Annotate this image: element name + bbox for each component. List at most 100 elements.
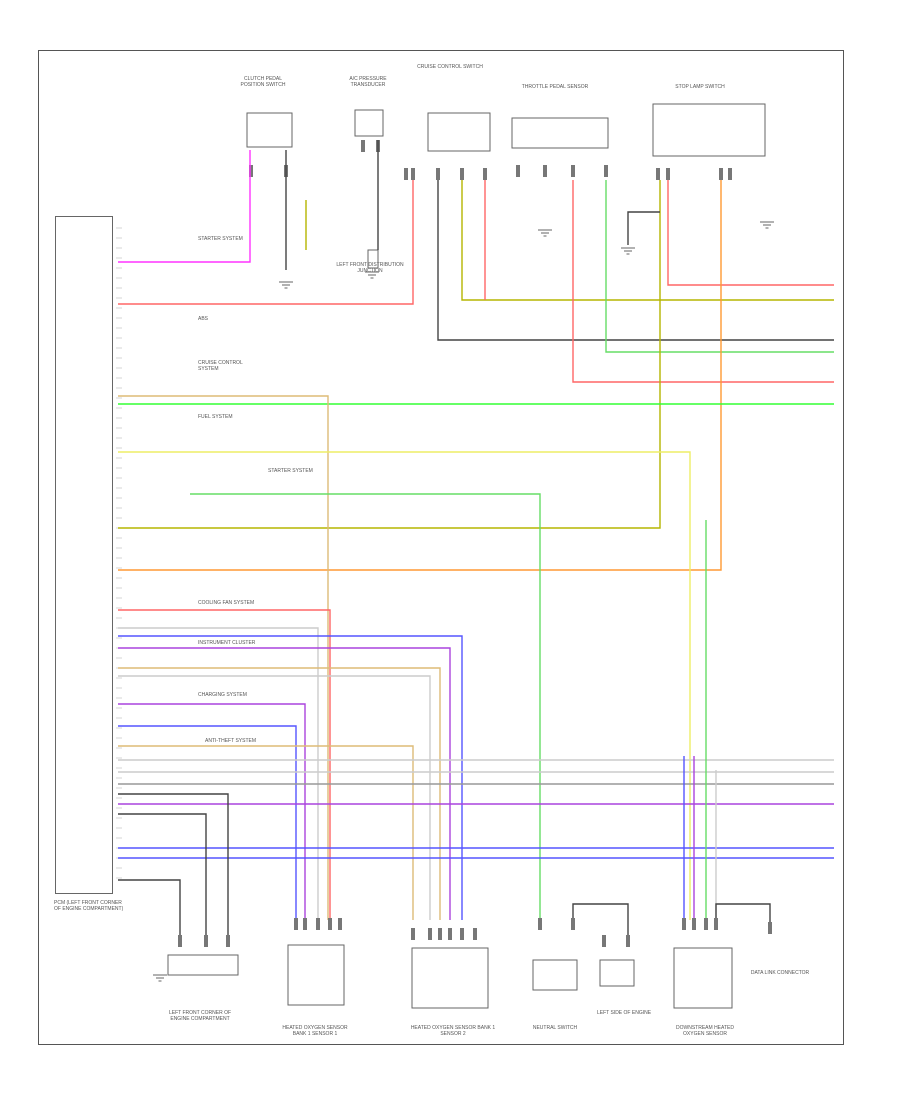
throttle-conn-1: [543, 165, 547, 177]
wire-olive-right: [461, 180, 834, 301]
wire-pink-clutch: [118, 150, 251, 263]
wire-yellow-down: [118, 451, 691, 920]
wire-purple-o2: [118, 647, 451, 920]
cruise-conn-0: [404, 168, 408, 180]
cruise-conn-4: [483, 168, 487, 180]
b4-conn-0: [538, 918, 542, 930]
note-charging: CHARGING SYSTEM: [198, 692, 247, 698]
ac-conn-0: [361, 140, 365, 152]
wire-purple-front: [118, 703, 306, 920]
b3-conn-4: [460, 928, 464, 940]
brake-conn-0: [656, 168, 660, 180]
bottom-label-2: HEATED OXYGEN SENSOR BANK 1 SENSOR 1: [282, 1025, 348, 1037]
brake-conn-2: [719, 168, 723, 180]
bottom-box-5: [599, 959, 635, 987]
brake-conn-1: [666, 168, 670, 180]
b1-conn-0: [178, 935, 182, 947]
cruise-conn-1: [411, 168, 415, 180]
wire-ground-mid: [627, 211, 660, 245]
wire-tan-rear: [118, 745, 414, 920]
wire-red-o2: [118, 609, 331, 920]
wire-blue-front: [118, 725, 297, 920]
b1-conn-1: [204, 935, 208, 947]
throttle-pedal-box: [511, 117, 609, 149]
pcm-label: PCM (LEFT FRONT CORNER OF ENGINE COMPART…: [54, 900, 124, 912]
note-cooling-fan: COOLING FAN SYSTEM: [198, 600, 255, 606]
cruise-conn-2: [436, 168, 440, 180]
wire-orange-brake: [118, 180, 722, 571]
bottom-label-5: LEFT SIDE OF ENGINE: [596, 1010, 652, 1016]
wire-green-neutral: [190, 493, 541, 920]
b6-conn-3: [714, 918, 718, 930]
note-instrument: INSTRUMENT CLUSTER: [198, 640, 256, 646]
wire-tan-o2: [118, 667, 441, 920]
wire-blue-o2: [118, 635, 463, 920]
b3-conn-5: [473, 928, 477, 940]
b6-conn-2: [704, 918, 708, 930]
throttle-pedal-label: THROTTLE PEDAL SENSOR: [521, 84, 589, 90]
note-starter-2: STARTER SYSTEM: [268, 468, 313, 474]
b1-conn-2: [226, 935, 230, 947]
wire-lightgray-o2: [118, 675, 431, 920]
b3-conn-0: [411, 928, 415, 940]
note-fuel: FUEL SYSTEM: [198, 414, 233, 420]
wire-dark-bottom-3: [118, 879, 181, 940]
left-front-jb-label: LEFT FRONT DISTRIBUTION JUNCTION: [336, 262, 404, 274]
wire-gray-right: [437, 180, 834, 341]
wire-red-throttle: [572, 180, 834, 383]
bottom-box-6: [673, 947, 733, 1009]
cruise-switch-box: [427, 112, 491, 152]
clutch-conn-0: [249, 165, 253, 177]
note-starter-1: STARTER SYSTEM: [198, 236, 243, 242]
note-antitheft: ANTI-THEFT SYSTEM: [205, 738, 257, 744]
wire-b4-b5: [572, 903, 629, 935]
b4-conn-1: [571, 918, 575, 930]
wire-olive-brake: [118, 180, 661, 529]
wire-green-throttle: [605, 180, 834, 353]
throttle-conn-3: [604, 165, 608, 177]
note-cruise: CRUISE CONTROL SYSTEM: [198, 360, 243, 372]
diagram-frame: [38, 50, 844, 1045]
left-front-jb-box: [367, 249, 379, 269]
bottom-label-7: DATA LINK CONNECTOR: [750, 970, 810, 976]
ac-pressure-label: A/C PRESSURE TRANSDUCER: [349, 76, 387, 88]
wire-gray-o2: [118, 627, 319, 920]
b3-conn-3: [448, 928, 452, 940]
b2-conn-4: [338, 918, 342, 930]
bottom-label-3: HEATED OXYGEN SENSOR BANK 1 SENSOR 2: [410, 1025, 496, 1037]
bottom-box-4: [532, 959, 578, 991]
cruise-switch-label: CRUISE CONTROL SWITCH: [417, 64, 483, 70]
bottom-box-2: [287, 944, 345, 1006]
throttle-conn-0: [516, 165, 520, 177]
b2-conn-0: [294, 918, 298, 930]
clutch-switch-label: CLUTCH PEDAL POSITION SWITCH: [240, 76, 286, 88]
b2-conn-3: [328, 918, 332, 930]
throttle-conn-2: [571, 165, 575, 177]
note-abs: ABS: [198, 316, 209, 322]
wire-dark-bottom-2: [118, 813, 207, 940]
brake-switch-box: [652, 103, 766, 157]
clutch-switch-box: [246, 112, 293, 148]
bottom-box-3: [411, 947, 489, 1009]
wire-red-cruise: [118, 180, 414, 305]
b6-conn-1: [692, 918, 696, 930]
bottom-box-1: [167, 954, 239, 976]
ac-pressure-box: [354, 109, 384, 137]
b3-conn-2: [438, 928, 442, 940]
b5-conn-0: [602, 935, 606, 947]
wire-b6-b7: [715, 903, 771, 922]
b2-conn-1: [303, 918, 307, 930]
b6-conn-0: [682, 918, 686, 930]
bottom-label-6: DOWNSTREAM HEATED OXYGEN SENSOR: [676, 1025, 734, 1037]
b7-conn-0: [768, 922, 772, 934]
brake-switch-label: STOP LAMP SWITCH: [675, 84, 725, 90]
brake-conn-3: [728, 168, 732, 180]
b3-conn-1: [428, 928, 432, 940]
b2-conn-2: [316, 918, 320, 930]
b5-conn-1: [626, 935, 630, 947]
bottom-label-1: LEFT FRONT CORNER OF ENGINE COMPARTMENT: [168, 1010, 232, 1022]
pcm-module: [55, 216, 113, 894]
wire-red-brake: [667, 180, 834, 286]
wire-dark-bottom-1: [118, 793, 229, 940]
